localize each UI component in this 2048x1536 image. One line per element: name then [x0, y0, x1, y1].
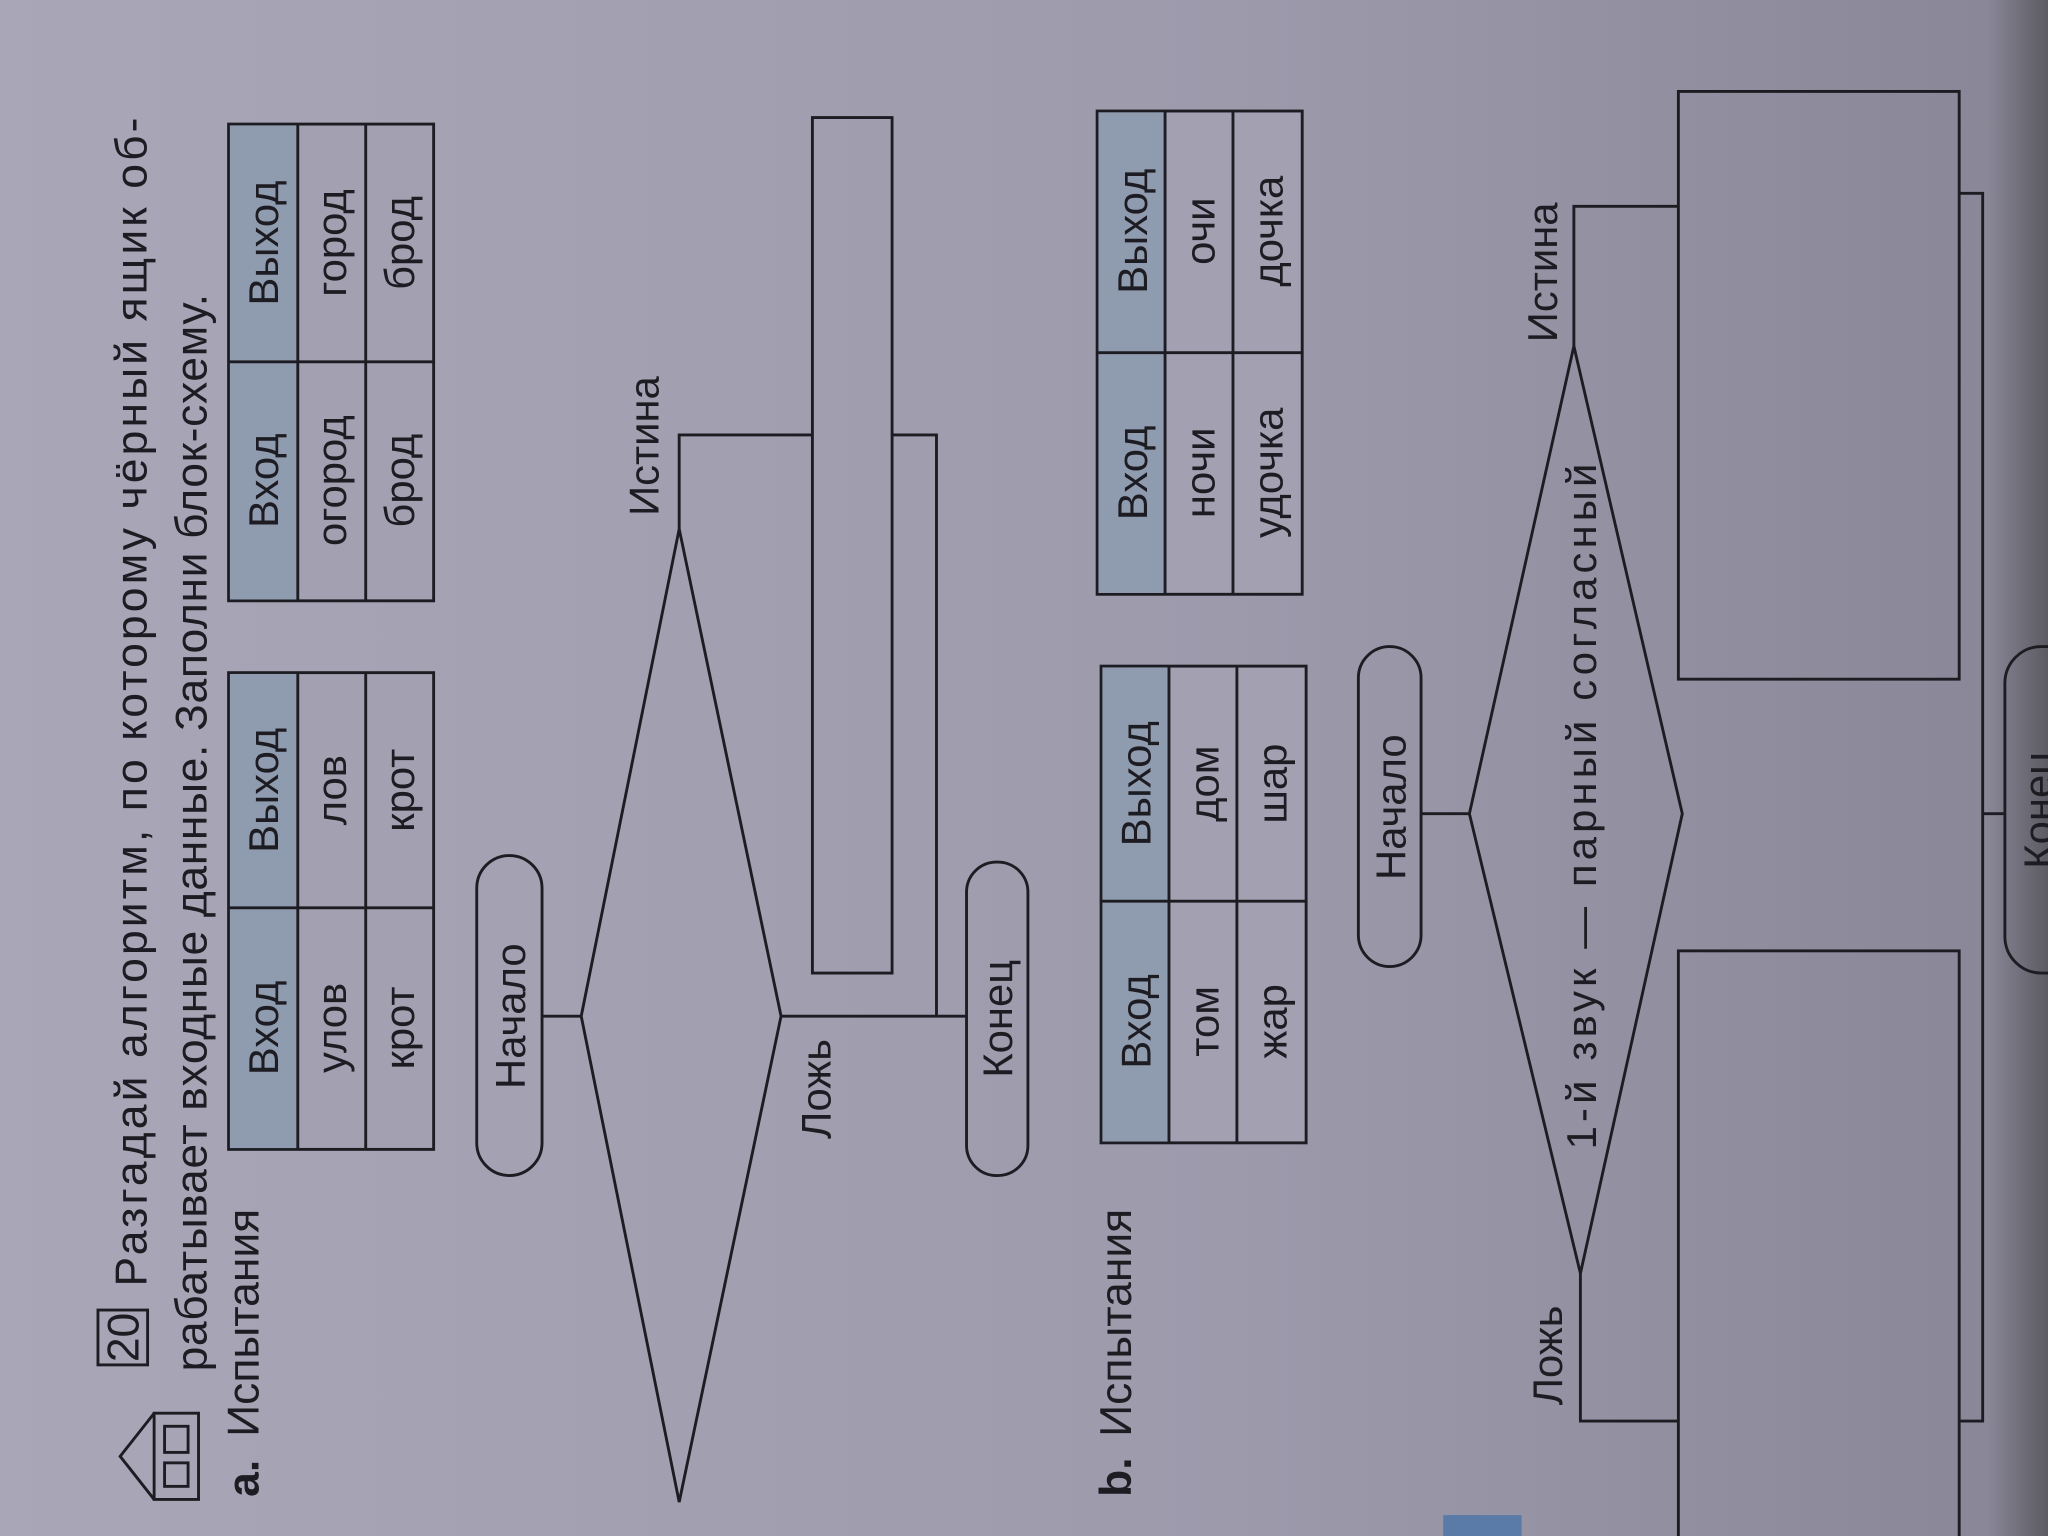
action-box-empty[interactable]: [810, 116, 894, 975]
end-label: Конец: [974, 960, 1021, 1078]
table-header: Выход: [1113, 721, 1160, 846]
exercise-number: 20: [99, 1313, 148, 1362]
exercise-text-line1: Разгадай алгоритм, по которому чёрный ящ…: [107, 118, 156, 1287]
table-cell: дом: [1181, 746, 1228, 822]
table-header: Выход: [240, 180, 287, 305]
true-label: Истина: [620, 375, 667, 515]
table-cell: том: [1181, 986, 1228, 1057]
table-cell: лов: [308, 755, 355, 825]
part-a-letter: а.: [220, 1460, 269, 1497]
table-header: Вход: [240, 433, 287, 528]
true-label: Истина: [1519, 202, 1566, 342]
table-header: Выход: [1109, 169, 1156, 294]
table-header: Вход: [240, 981, 287, 1076]
end-label: Конец: [2015, 751, 2048, 869]
part-b-letter: b.: [1092, 1457, 1141, 1496]
flowchart-a: Начало Истина Ложь Конец: [475, 116, 1030, 1503]
table-cell: огород: [308, 415, 355, 546]
exercise-text-line2: рабатывает входные данные. Заполни блок-…: [167, 294, 216, 1372]
end-terminal: [965, 860, 1030, 1177]
table-cell: улов: [308, 983, 355, 1073]
start-label: Начало: [487, 943, 534, 1089]
table-cell: шар: [1249, 744, 1296, 824]
false-label: Ложь: [793, 1039, 840, 1139]
table-cell: очи: [1177, 197, 1224, 264]
start-label: Начало: [1367, 734, 1414, 880]
table-header: Вход: [1113, 974, 1160, 1069]
decision-diamond: [1467, 345, 1684, 1274]
table-cell: дочка: [1245, 175, 1292, 287]
false-label: Ложь: [1524, 1305, 1571, 1405]
true-branch-box-empty[interactable]: [1676, 89, 1961, 681]
table-cell: брод: [376, 434, 423, 528]
part-b-label: Испытания: [1092, 1209, 1141, 1437]
part-a-label: Испытания: [220, 1209, 269, 1437]
home-task-icon: [118, 1411, 200, 1501]
table-cell: ночи: [1177, 428, 1224, 519]
start-terminal: [1356, 645, 1423, 968]
table-cell: крот: [376, 986, 423, 1069]
page-edge-tab: [1443, 1515, 1522, 1536]
table-cell: город: [308, 189, 355, 297]
table-header: Вход: [1109, 426, 1156, 521]
table-cell: удочка: [1245, 407, 1292, 538]
table-cell: крот: [376, 749, 423, 832]
exercise-number-box: 20: [96, 1308, 150, 1367]
test-table-a2: Вход Выход огород город брод брод: [227, 122, 436, 603]
test-table-b1: Вход Выход том дом жар шар: [1099, 664, 1308, 1145]
table-cell: жар: [1249, 984, 1296, 1058]
end-terminal: [2003, 645, 2048, 975]
table-cell: брод: [376, 196, 423, 290]
false-branch-box-empty[interactable]: [1676, 949, 1961, 1536]
test-table-b2: Вход Выход ночи очи удочка дочка: [1095, 109, 1304, 596]
test-table-a1: Вход Выход улов лов крот крот: [227, 671, 436, 1151]
table-header: Выход: [240, 728, 287, 853]
